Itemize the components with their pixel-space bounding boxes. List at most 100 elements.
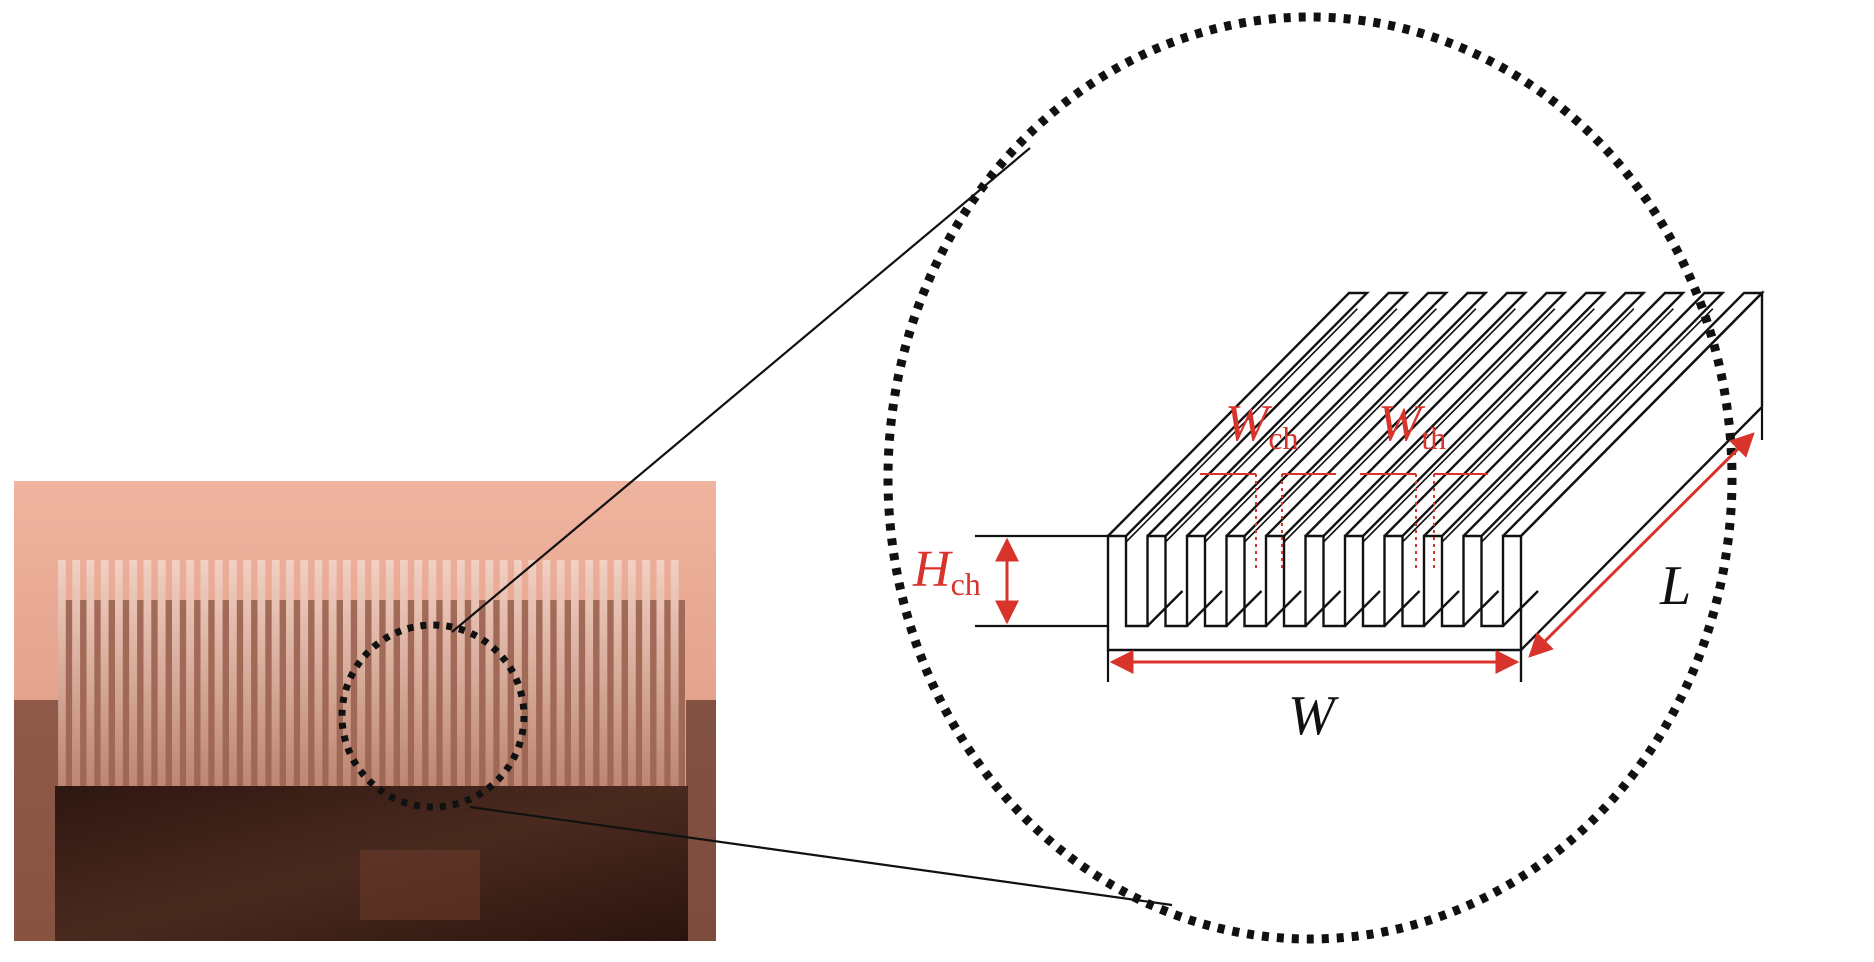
photo-channel-gap [593, 600, 600, 786]
w-ch-dimension [1200, 473, 1336, 570]
photo-channel-gap [450, 600, 457, 786]
l-arrow [1528, 432, 1755, 658]
photo-channel-gap [493, 600, 500, 786]
photo-fin [58, 560, 66, 786]
photo-fin [642, 560, 651, 786]
photo-right-shadow [686, 700, 716, 941]
photo-fin [157, 560, 166, 786]
photo-fin [357, 560, 366, 786]
photo-channel-gap [379, 600, 386, 786]
photo-fin [115, 560, 123, 786]
schematic-fin-top [1304, 291, 1568, 537]
schematic-channel-wall [1265, 590, 1302, 627]
photo-fin [143, 560, 152, 786]
photo-fin [613, 560, 622, 786]
schematic-channel-wall [1423, 590, 1460, 627]
photo-fin [414, 560, 423, 786]
photo-base-highlight [360, 850, 480, 920]
photo-channel-gap [222, 600, 229, 786]
schematic-fin-side [1322, 308, 1556, 543]
photo-fin [499, 560, 508, 786]
w-ch-label: Wch [1225, 395, 1299, 456]
schematic-fin-side [1204, 308, 1437, 543]
photo-channel-gap [308, 600, 315, 786]
photo-channel-gap [607, 600, 614, 786]
schematic-fin-top [1225, 291, 1489, 537]
schematic-fin-top [1502, 291, 1765, 537]
dimension-annotations: Hch W L Wch Wth [912, 395, 1764, 747]
zoom-connector-lower [469, 805, 1173, 907]
photo-fin [200, 560, 209, 786]
schematic-fin-side [1401, 308, 1635, 543]
photo-left-shadow [14, 700, 59, 941]
photo-fin-array [58, 560, 685, 786]
schematic-fin-side [1480, 308, 1714, 543]
photo-fin [385, 560, 394, 786]
photo-channel-gap [536, 600, 543, 786]
schematic-channel-wall [1344, 590, 1381, 627]
photo-fin [514, 560, 522, 786]
photo-fin [328, 560, 337, 786]
photo-fin [442, 560, 451, 786]
schematic-fin-top [1146, 291, 1410, 537]
schematic-channel-wall [1462, 590, 1500, 627]
schematic-fin-top [1383, 291, 1647, 537]
photo-channel-gap [578, 600, 586, 786]
photo-channel-gap [635, 600, 643, 786]
photo-channel-gap [279, 600, 286, 786]
photo-channel-gap [137, 600, 144, 786]
w-label: W [1288, 685, 1339, 747]
photo-fin [571, 560, 579, 786]
photo-fin [428, 560, 437, 786]
photo-channel-gap [479, 600, 486, 786]
zoom-detail-circle [883, 12, 1737, 944]
schematic-fin-side [1125, 308, 1358, 543]
photo-fin [243, 560, 252, 786]
schematic-fin-side [1164, 308, 1398, 543]
photo-fin [628, 560, 636, 786]
photo-channel-gap [507, 600, 514, 786]
schematic-channel-wall [1186, 590, 1223, 627]
h-ch-label: Hch [912, 541, 981, 602]
photo-fin [542, 560, 551, 786]
photo-fin [528, 560, 537, 786]
photo-channel-gap [664, 600, 671, 786]
photo-channel-gap [322, 600, 329, 786]
photo-fin [129, 560, 138, 786]
schematic-fin-top [1423, 291, 1686, 537]
photo-fin [585, 560, 594, 786]
photo-channel-gap [678, 600, 685, 786]
photo-channel-gap [365, 600, 372, 786]
photo-channel-gap [65, 600, 73, 786]
schematic-fin-top [1462, 291, 1726, 537]
w-th-label: Wth [1378, 395, 1446, 456]
photo-fin [556, 560, 565, 786]
photo-channel-gap [422, 600, 429, 786]
photo-fin [286, 560, 294, 786]
photo-fin [485, 560, 494, 786]
photo-channel-gap [179, 600, 187, 786]
l-label: L [1659, 555, 1691, 617]
photo-fin [371, 560, 380, 786]
photo-fin [343, 560, 351, 786]
schematic-fin-top [1186, 291, 1449, 537]
photo-channel-gap [564, 600, 571, 786]
microchannel-schematic [1106, 290, 1765, 652]
photo-fin [86, 560, 95, 786]
schematic-channel-wall [1383, 590, 1421, 627]
heat-sink-photo [14, 481, 716, 941]
schematic-fin-side [1243, 308, 1477, 543]
photo-fin [214, 560, 223, 786]
schematic-fin-side [1283, 308, 1516, 543]
photo-fin [400, 560, 408, 786]
photo-fin [599, 560, 608, 786]
photo-fin [656, 560, 665, 786]
photo-fin [172, 560, 180, 786]
schematic-front-profile [1106, 534, 1523, 652]
photo-channel-gap [550, 600, 557, 786]
photo-channel-gap [251, 600, 258, 786]
photo-channel-gap [122, 600, 130, 786]
photo-channel-gap [336, 600, 343, 786]
